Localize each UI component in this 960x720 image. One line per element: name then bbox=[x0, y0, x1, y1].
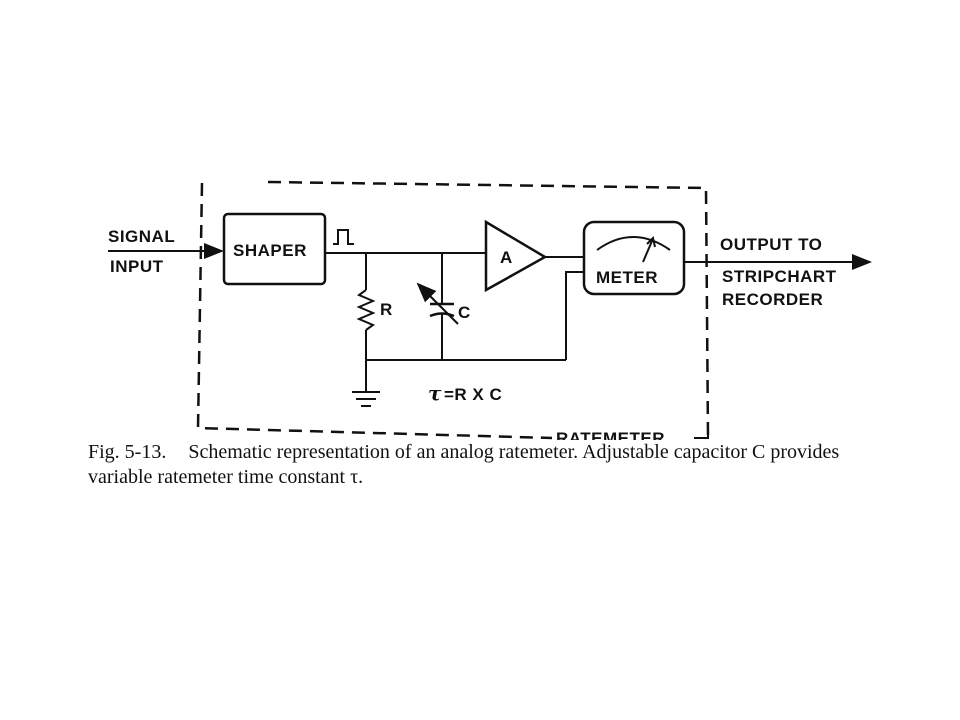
ratemeter-bracket bbox=[694, 426, 709, 439]
amplifier-triangle bbox=[484, 219, 548, 293]
resistor-zigzag bbox=[356, 289, 376, 331]
input-label: INPUT bbox=[110, 257, 164, 276]
capacitor-plate-bottom bbox=[429, 312, 455, 318]
ratemeter-label: RATEMETER bbox=[556, 429, 665, 440]
figure-caption: Fig. 5-13.Schematic representation of an… bbox=[88, 440, 908, 490]
figure-number: Fig. 5-13. bbox=[88, 441, 167, 463]
output-to-label: OUTPUT TO bbox=[720, 235, 822, 254]
meter-label: METER bbox=[596, 268, 658, 287]
stripchart-label: STRIPCHART bbox=[722, 267, 837, 286]
meter-scale-icon bbox=[596, 236, 671, 251]
capacitor-adjust-arrow bbox=[416, 282, 459, 325]
capacitor-label: C bbox=[458, 303, 471, 322]
meter-return-wire bbox=[565, 271, 584, 360]
shaper-box bbox=[222, 212, 327, 286]
meter-box bbox=[582, 220, 686, 296]
pulse-icon bbox=[333, 229, 354, 245]
meter-needle-head bbox=[646, 236, 656, 248]
caption-text: Schematic representation of an analog ra… bbox=[88, 441, 840, 488]
shaper-label: SHAPER bbox=[233, 241, 307, 260]
amplifier-label: A bbox=[500, 248, 513, 267]
ratemeter-schematic: SIGNAL INPUT SHAPER A METER OUTPUT TO ST… bbox=[108, 180, 872, 440]
recorder-label: RECORDER bbox=[722, 290, 823, 309]
tau-formula-label: =R X C bbox=[444, 385, 502, 404]
tau-symbol: τ bbox=[428, 381, 442, 405]
signal-label: SIGNAL bbox=[108, 227, 175, 246]
meter-needle-icon bbox=[642, 240, 653, 263]
resistor-label: R bbox=[380, 300, 393, 319]
